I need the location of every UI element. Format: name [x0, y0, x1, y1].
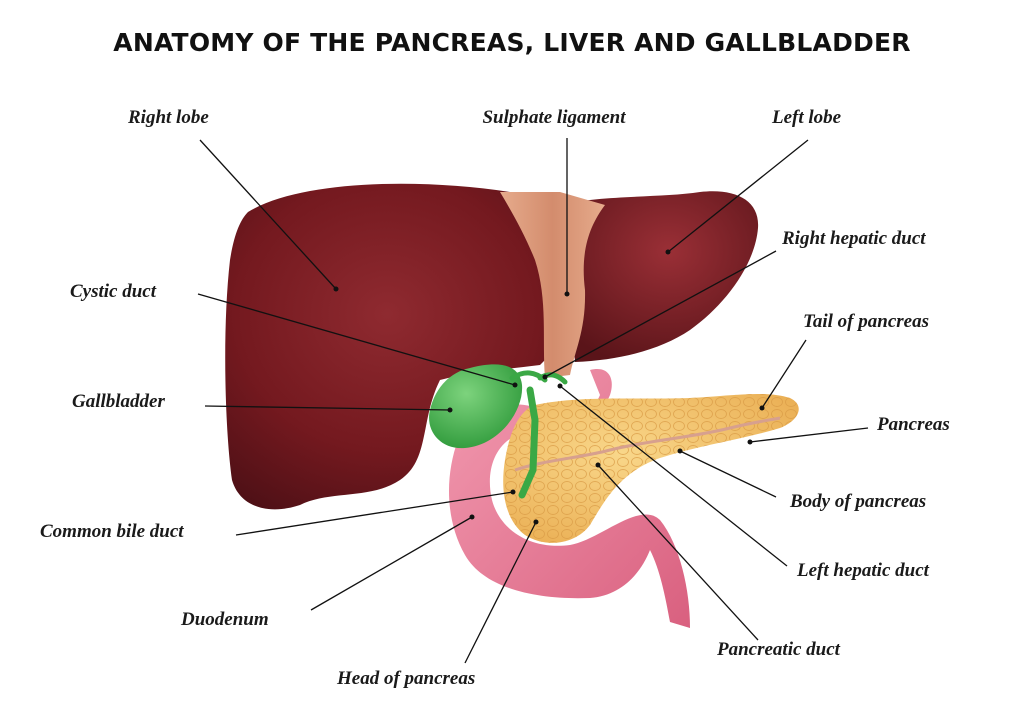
- leader-right-lobe: [199, 139, 337, 290]
- leader-lines: [197, 138, 869, 664]
- label-left-hepatic-duct: Left hepatic duct: [797, 560, 929, 581]
- label-pancreas: Pancreas: [877, 414, 950, 435]
- diagram-title: ANATOMY OF THE PANCREAS, LIVER AND GALLB…: [113, 28, 911, 57]
- pancreas-lobule-texture: [503, 393, 799, 543]
- label-head-of-pancreas: Head of pancreas: [337, 668, 476, 689]
- leader-duodenum: [310, 516, 473, 611]
- falciform-ligament: [500, 192, 605, 378]
- liver-left-lobe: [560, 191, 759, 362]
- gallbladder-shape: [429, 364, 523, 449]
- liver-right-lobe: [225, 183, 585, 510]
- leader-tail-of-pancreas: [761, 339, 807, 409]
- leader-left-hepatic-duct: [559, 385, 788, 567]
- leader-left-lobe: [667, 139, 809, 253]
- common-bile-duct-path: [518, 386, 539, 499]
- label-right-hepatic-duct: Right hepatic duct: [782, 228, 926, 249]
- label-body-of-pancreas: Body of pancreas: [790, 491, 927, 512]
- label-left-lobe: Left lobe: [772, 107, 842, 128]
- leader-body-of-pancreas: [679, 450, 777, 498]
- hepatic-ducts-path: [509, 370, 568, 385]
- label-sulphate-ligament: Sulphate ligament: [482, 107, 626, 128]
- leader-dots: [333, 249, 765, 525]
- leader-gallbladder: [204, 405, 451, 411]
- leader-right-hepatic-duct: [544, 250, 777, 378]
- label-tail-of-pancreas: Tail of pancreas: [803, 311, 929, 332]
- label-pancreatic-duct: Pancreatic duct: [717, 639, 840, 660]
- label-cystic-duct: Cystic duct: [70, 281, 157, 302]
- leader-cystic-duct: [197, 293, 516, 386]
- leader-pancreas: [749, 427, 869, 443]
- label-duodenum: Duodenum: [181, 609, 269, 630]
- label-common-bile-duct: Common bile duct: [40, 521, 184, 542]
- leader-common-bile-duct: [235, 491, 514, 536]
- label-right-lobe: Right lobe: [128, 107, 209, 128]
- pancreatic-duct-path: [514, 416, 781, 472]
- label-gallbladder: Gallbladder: [72, 391, 165, 412]
- leader-head-of-pancreas: [464, 521, 537, 664]
- leader-pancreatic-duct: [597, 464, 759, 641]
- duodenum-shape: [448, 369, 690, 628]
